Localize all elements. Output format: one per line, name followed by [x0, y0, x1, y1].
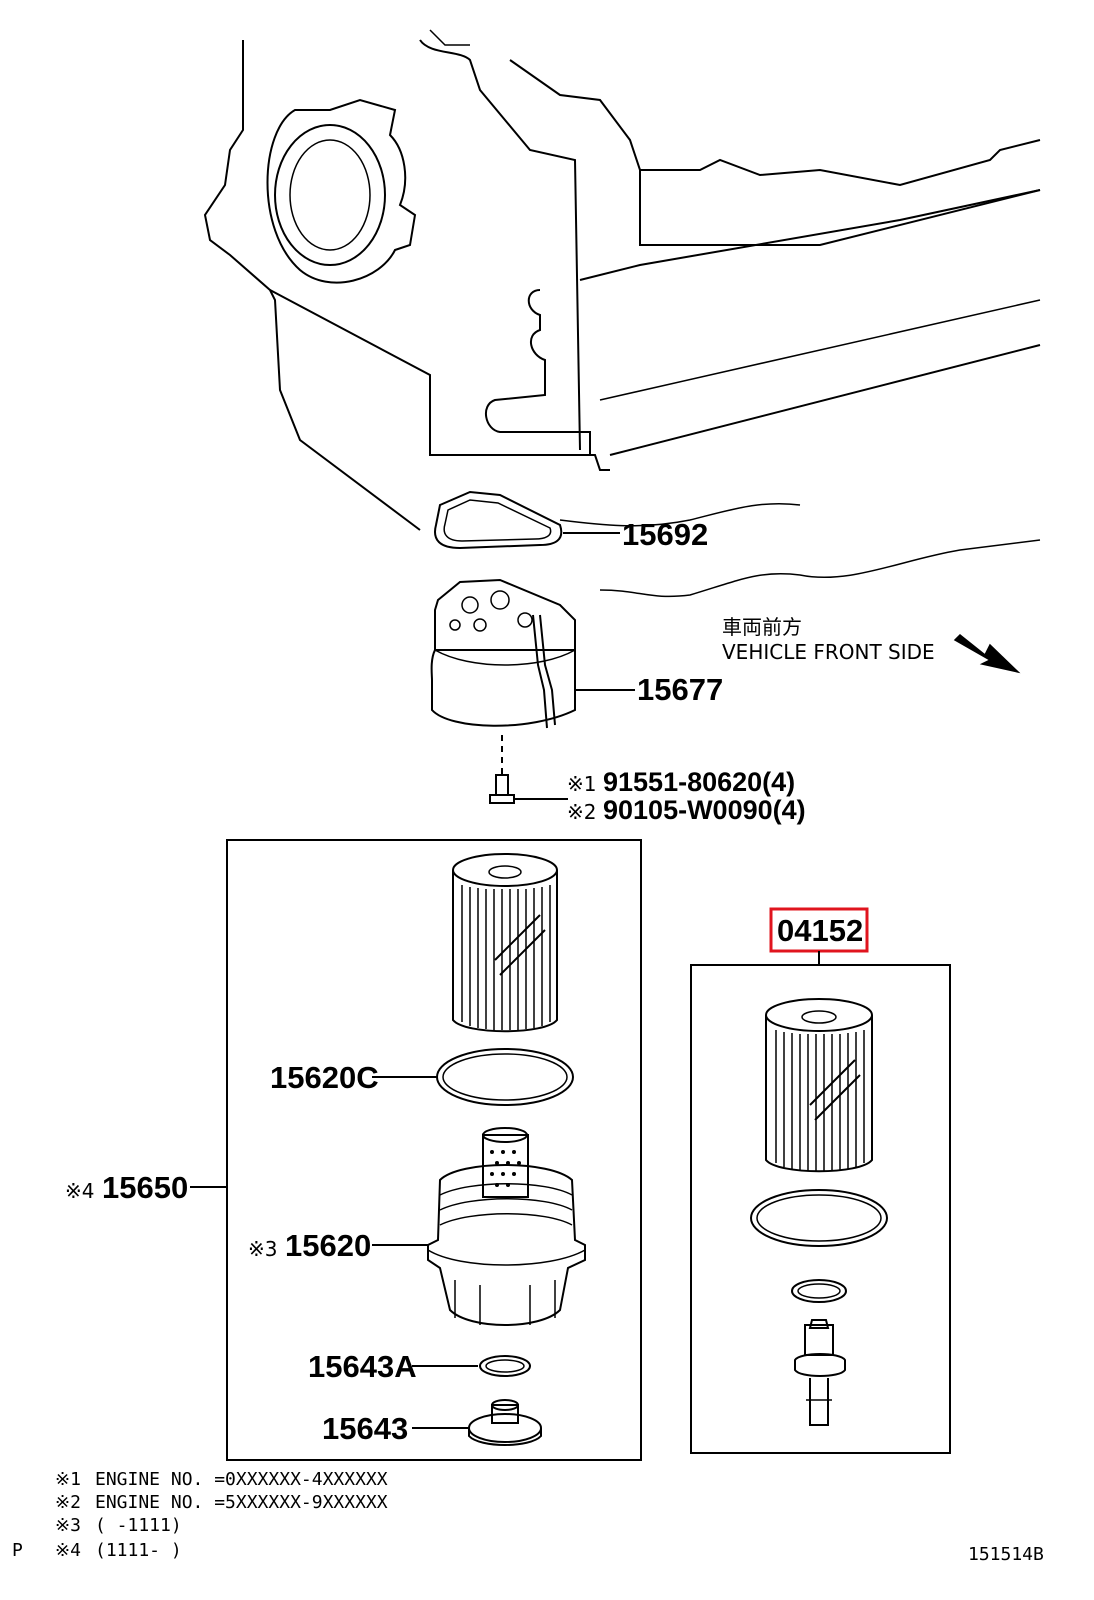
note-1-mark: ※1	[55, 1469, 81, 1490]
label-15620c: 15620C	[270, 1060, 379, 1095]
note-3-text: ( -1111)	[95, 1515, 182, 1536]
note-1-text: ENGINE NO. =0XXXXXX-4XXXXXX	[95, 1469, 388, 1490]
kit-o-ring-large-drawing	[750, 1189, 888, 1247]
assembly-mark: ※4	[65, 1179, 94, 1203]
label-15620: 15620	[285, 1228, 371, 1263]
o-ring-15620c-drawing	[436, 1048, 574, 1106]
cap-mark: ※3	[248, 1237, 277, 1261]
note-3-mark: ※3	[55, 1515, 81, 1536]
label-04152[interactable]: 04152	[777, 913, 863, 948]
note-4-mark: ※4	[55, 1540, 81, 1561]
gasket-15692-drawing	[434, 490, 563, 550]
label-bolt2: 90105-W0090(4)	[603, 795, 806, 825]
filter-element-drawing	[452, 853, 558, 1033]
direction-en: VEHICLE FRONT SIDE	[722, 640, 935, 664]
label-15643a: 15643A	[308, 1349, 417, 1384]
note-2-text: ENGINE NO. =5XXXXXX-9XXXXXX	[95, 1492, 388, 1513]
note-2-mark: ※2	[55, 1492, 81, 1513]
kit-04152-frame	[690, 964, 951, 1454]
o-ring-15643a-drawing	[479, 1355, 531, 1377]
label-15643: 15643	[322, 1411, 408, 1446]
direction-jp: 車両前方	[722, 615, 802, 639]
engine-block-drawing	[203, 29, 1041, 598]
note-4-text: (1111- )	[95, 1540, 182, 1561]
arrow-right-down-icon	[953, 633, 1021, 674]
footnotes: ※1 ENGINE NO. =0XXXXXX-4XXXXXX ※2 ENGINE…	[55, 1469, 388, 1561]
drain-plug-drawing	[468, 1399, 542, 1446]
assembly-15650-frame	[226, 839, 642, 1461]
label-15677: 15677	[637, 672, 723, 707]
bolt1-mark: ※1	[567, 772, 596, 796]
oil-filter-housing-drawing	[430, 578, 576, 729]
label-15692: 15692	[622, 517, 708, 552]
filter-cap-drawing	[427, 1127, 586, 1326]
kit-drain-valve-drawing	[794, 1319, 846, 1426]
diagram-id: 151514B	[968, 1544, 1044, 1565]
bolt-drawing	[489, 774, 515, 804]
kit-o-ring-small-drawing	[791, 1279, 847, 1303]
kit-filter-element-drawing	[765, 998, 873, 1173]
bolt2-mark: ※2	[567, 800, 596, 824]
prefix-label: P	[12, 1540, 23, 1561]
label-bolt1: 91551-80620(4)	[603, 767, 795, 797]
label-15650: 15650	[102, 1170, 188, 1205]
